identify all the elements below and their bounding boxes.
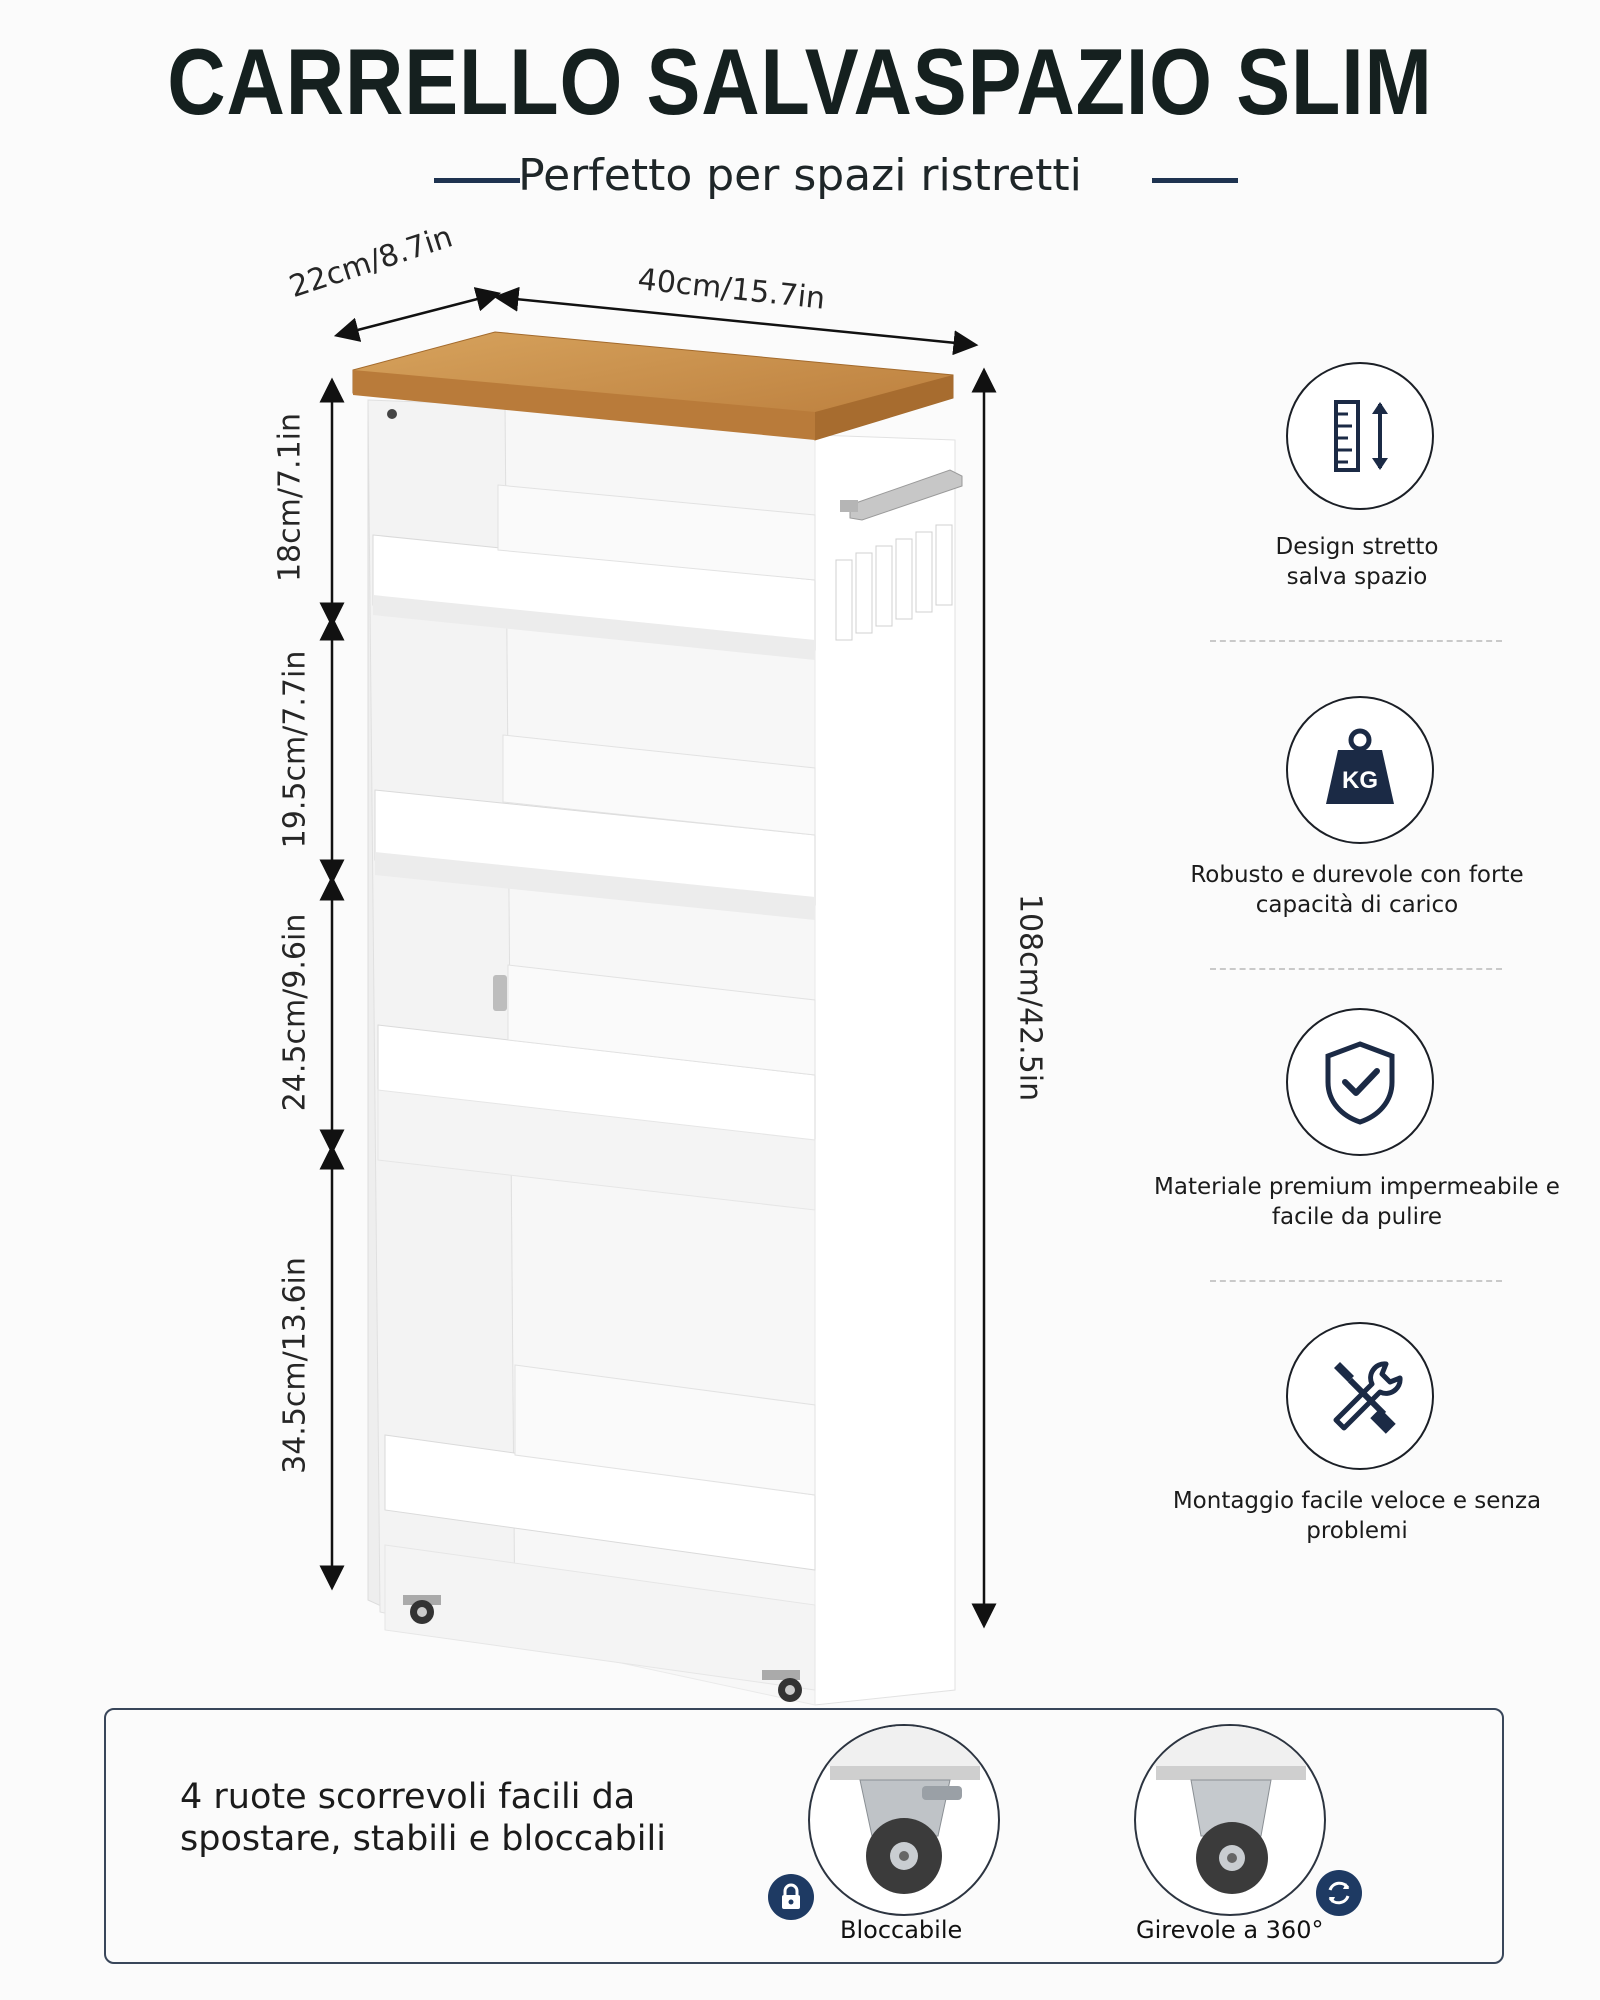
feature-separator: [1210, 1280, 1502, 1282]
feature-4-text: Montaggio facile veloce e senza problemi: [1134, 1486, 1580, 1546]
subtitle-left-rule: [434, 178, 520, 183]
shelf-2: [374, 734, 816, 920]
shelf-4-height-label: 34.5cm/13.6in: [277, 1257, 313, 1474]
feature-2-line-2: capacità di carico: [1255, 892, 1459, 918]
shelf-3: [377, 964, 816, 1211]
subtitle: Perfetto per spazi ristretti: [518, 150, 1082, 201]
tools-icon: [1333, 1361, 1403, 1434]
rotate-360-icon: [1328, 1881, 1350, 1905]
feature-3-line-2: facile da pulire: [1271, 1204, 1443, 1230]
swivel-wheel-illustration: [1136, 1726, 1324, 1894]
total-height-label: 108cm/42.5in: [1012, 893, 1048, 1102]
shelf-1: [372, 484, 816, 660]
feature-3-line-1: Materiale premium impermeabile e: [1154, 1174, 1560, 1200]
feature-2-text: Robusto e durevole con forte capacità di…: [1134, 860, 1580, 920]
swivel-wheel-label: Girevole a 360°: [1136, 1916, 1324, 1944]
shelf-4: [384, 1364, 816, 1691]
feature-separator: [1210, 968, 1502, 970]
shield-check-icon: [1325, 1041, 1395, 1125]
locking-wheel-illustration: [810, 1726, 998, 1894]
feature-4-line-1: Montaggio facile veloce e senza: [1172, 1488, 1542, 1514]
feature-separator: [1210, 640, 1502, 642]
feature-3-text: Materiale premium impermeabile e facile …: [1134, 1172, 1580, 1232]
swivel-wheel-photo: [1134, 1724, 1326, 1916]
cart-wheels: [403, 1595, 802, 1702]
rotate-badge: [1316, 1870, 1362, 1916]
padlock-icon: [782, 1883, 800, 1909]
feature-4-circle: [1286, 1322, 1434, 1470]
locking-wheel-photo: [808, 1724, 1000, 1916]
feature-2-line-1: Robusto e durevole con forte: [1190, 862, 1524, 888]
shelf-1-height-label: 18cm/7.1in: [272, 412, 308, 583]
weight-kg-icon: KG: [1326, 728, 1394, 804]
side-hooks: [835, 524, 953, 641]
feature-1-circle: [1286, 362, 1434, 510]
kg-text: KG: [1342, 767, 1378, 794]
subtitle-right-rule: [1152, 178, 1238, 183]
ruler-arrows-icon: [1334, 400, 1388, 472]
wheels-line-2: spostare, stabili e bloccabili: [180, 1819, 666, 1859]
shelf-2-height-label: 19.5cm/7.7in: [277, 650, 313, 849]
dimension-arrows: [319, 286, 997, 1629]
feature-2-circle: KG: [1286, 696, 1434, 844]
lock-badge: [768, 1874, 814, 1920]
feature-4-line-2: problemi: [1306, 1518, 1408, 1544]
subtitle-row: Perfetto per spazi ristretti: [0, 146, 1600, 206]
feature-3-circle: [1286, 1008, 1434, 1156]
feature-1-line-1: Design stretto: [1275, 534, 1439, 560]
feature-1-line-2: salva spazio: [1286, 564, 1428, 590]
locking-wheel-label: Bloccabile: [840, 1916, 963, 1944]
page-title: CARRELLO SALVASPAZIO SLIM: [167, 29, 1433, 134]
wheels-line-1: 4 ruote scorrevoli facili da: [180, 1777, 636, 1817]
shelf-3-height-label: 24.5cm/9.6in: [277, 913, 313, 1112]
side-handle: [840, 469, 963, 521]
wheels-description: 4 ruote scorrevoli facili da spostare, s…: [180, 1776, 740, 1860]
wood-top: [352, 331, 954, 441]
feature-1-text: Design stretto salva spazio: [1134, 532, 1580, 592]
